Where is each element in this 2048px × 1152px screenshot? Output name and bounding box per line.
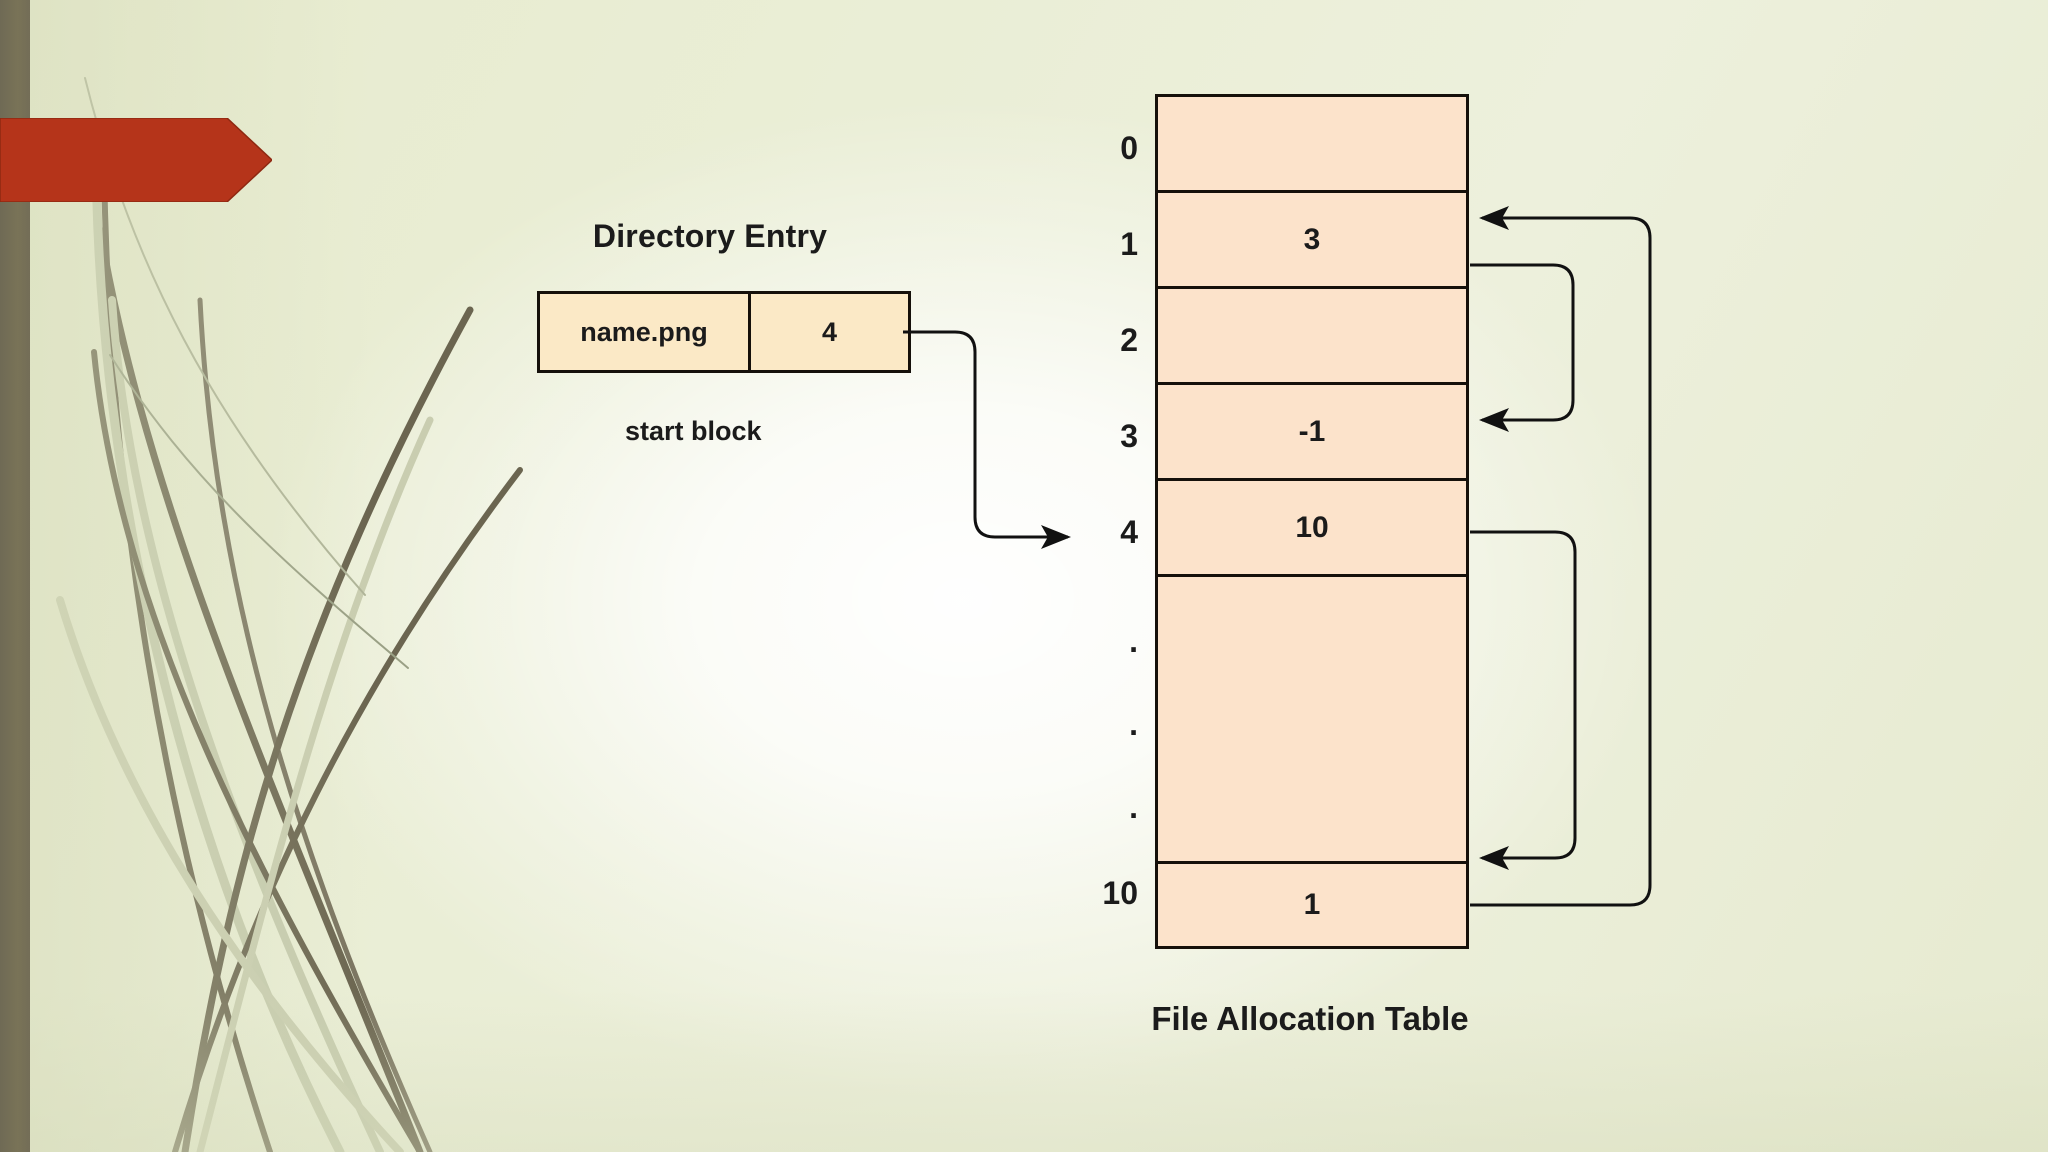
fat-row-label-1: 1 — [1120, 226, 1138, 262]
fat-row-label-0: 0 — [1120, 130, 1138, 166]
fat-row-label-ellipsis-1: . — [1129, 623, 1138, 659]
fat-row-label-ellipsis-2: . — [1129, 706, 1138, 742]
fat-row-ellipsis — [1158, 577, 1466, 864]
red-chevron-banner — [0, 118, 272, 202]
fat-caption: File Allocation Table — [1151, 1000, 1469, 1037]
fat-row-label-ellipsis-3: . — [1129, 789, 1138, 825]
fat-row: 10 — [1158, 481, 1466, 577]
directory-entry-startblock-cell: 4 — [751, 294, 908, 370]
fat-row-label-4: 4 — [1120, 514, 1138, 550]
directory-entry-filename-cell: name.png — [540, 294, 751, 370]
fat-row-label-10: 10 — [1102, 875, 1138, 911]
fat-row: 3 — [1158, 193, 1466, 289]
fat-row: -1 — [1158, 385, 1466, 481]
fat-row: 1 — [1158, 864, 1466, 946]
start-block-annotation: start block — [625, 416, 762, 446]
directory-entry-title: Directory Entry — [592, 218, 828, 254]
fat-row-label-3: 3 — [1120, 418, 1138, 454]
fat-row-label-2: 2 — [1120, 322, 1138, 358]
directory-entry-table: name.png 4 — [537, 291, 911, 373]
fat-row — [1158, 289, 1466, 385]
file-allocation-table: 3 -1 10 1 — [1155, 94, 1469, 949]
fat-row — [1158, 97, 1466, 193]
